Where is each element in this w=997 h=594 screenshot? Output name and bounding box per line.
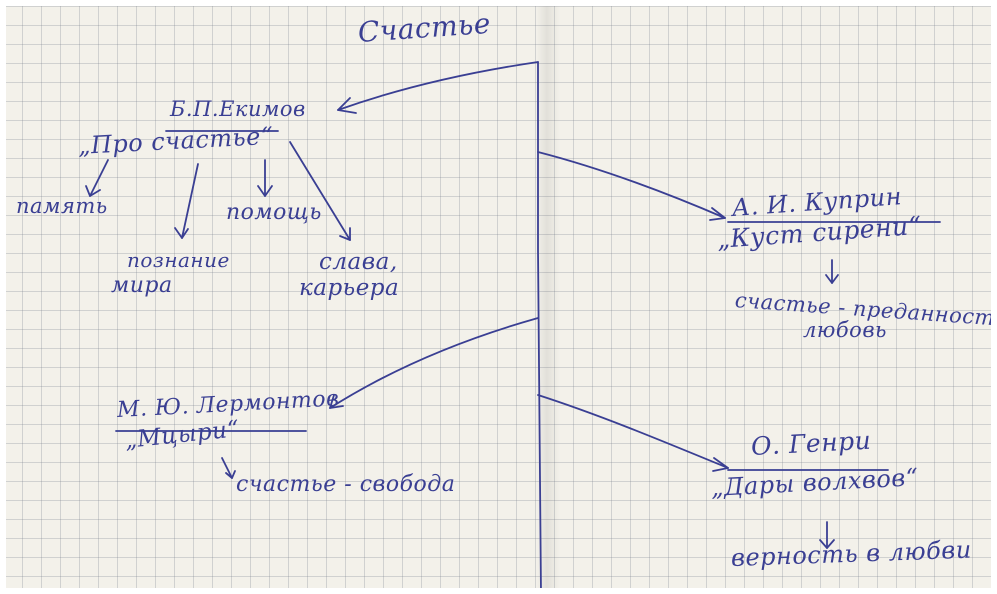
arrowhead-pamyat bbox=[85, 185, 101, 197]
concept-pomosch: помощь bbox=[226, 200, 322, 225]
arrowhead-predannost bbox=[825, 274, 839, 284]
ekimov-author: Б.П.Екимов bbox=[170, 97, 306, 121]
concept-slava: слава, bbox=[319, 249, 398, 275]
concept-mira: мира bbox=[111, 273, 173, 298]
arrow-to-pamyat bbox=[89, 159, 109, 197]
arrow-to-slava bbox=[289, 141, 351, 241]
arrow-to-ekimov bbox=[337, 61, 539, 111]
arrow-to-kuprin bbox=[537, 151, 726, 219]
arrow-to-henry bbox=[537, 394, 729, 469]
arrowhead-pomosch bbox=[257, 185, 273, 197]
arrowhead-poznanie bbox=[174, 227, 189, 239]
concept-poznanie: познание bbox=[127, 248, 230, 272]
arrowhead-ekimov bbox=[337, 97, 357, 114]
arrowhead-henry bbox=[712, 457, 729, 472]
kuprin-meaning-line2: любовь bbox=[803, 318, 887, 342]
arrowhead-slava bbox=[339, 227, 351, 241]
arrowhead-kuprin bbox=[709, 207, 726, 221]
arrow-to-svoboda bbox=[221, 457, 233, 479]
central-axis-line bbox=[537, 61, 542, 594]
arrowhead-svoboda bbox=[225, 470, 236, 479]
concept-pamyat: память bbox=[16, 194, 108, 218]
lermontov-meaning: счастье - свобода bbox=[236, 472, 456, 497]
arrowhead-lermontov bbox=[329, 394, 344, 409]
arrow-to-lermontov bbox=[329, 317, 539, 409]
arrowhead-vernost bbox=[819, 539, 835, 549]
concept-kariera: карьера bbox=[299, 275, 400, 301]
arrow-to-poznanie bbox=[181, 163, 199, 239]
